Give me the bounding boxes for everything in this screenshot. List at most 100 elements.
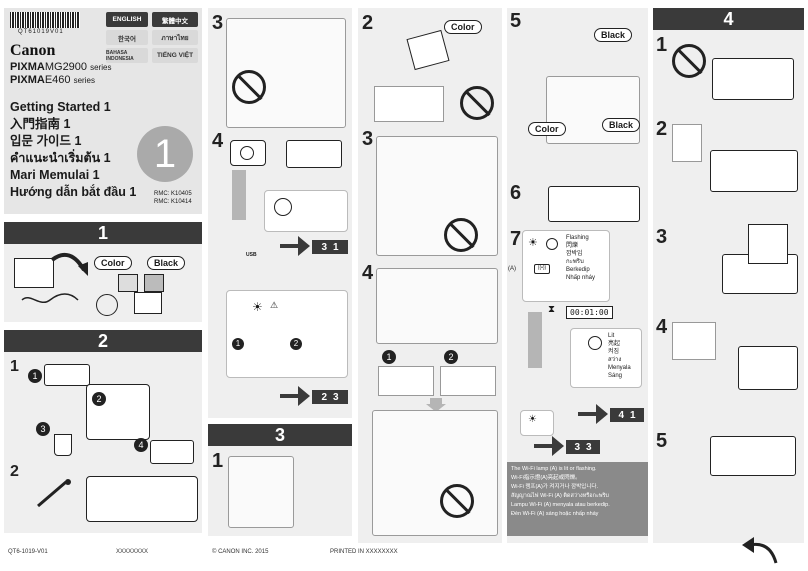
goto-arrow-3 [578,404,608,424]
step-col4-6: 6 [510,182,522,204]
section-3-header: 3 [208,424,352,446]
paper-guide-detail [672,124,702,162]
footer-code: QT6-1019-V01 [8,549,48,555]
goto-arrow-2 [280,386,310,406]
wifi-note-id: Lampu Wi-Fi (A) menyala atau berkedip. [511,502,610,508]
canon-logo: Canon [10,42,56,59]
goto-b: 3 [333,391,339,403]
cover-panel: QT61019V01 Canon PIXMAMG2900 series PIXM… [4,8,202,214]
footer-printed: PRINTED IN XXXXXXXX [330,549,398,555]
flow-arrow-down [232,170,246,220]
title-th: คำแนะนำเริ่มต้น 1 [10,151,111,165]
flashing-en: Flashing [566,235,589,241]
latch-detail-right [440,366,496,396]
step-4: 4 [212,130,224,152]
back-arrow-icon[interactable] [740,535,780,565]
step-s3-1: 1 [212,450,224,472]
guide-slide-detail [672,322,716,360]
flash-lamp-icon: ☀ [528,237,538,249]
model-line-1: PIXMAMG2900 series [10,61,111,73]
trash-icon [54,434,72,456]
alarm-lamp-icon: ☀ [252,300,263,314]
lang-thai[interactable]: ภาษาไทย [152,30,198,45]
no-usb-icon [232,70,266,104]
lang-english[interactable]: ENGLISH [106,12,148,27]
paper-sheet [748,224,788,264]
rmc-2: RMC: K10414 [154,199,192,205]
footer-x-code: XXXXXXXX [116,549,149,555]
no-touch-icon [460,86,494,120]
step-s4-4: 4 [656,316,668,338]
status-flash-box [522,230,610,302]
step-s4-2: 2 [656,118,668,140]
section-1-header: 1 [4,222,202,244]
insert-cartridge-illustration [376,136,498,256]
flashing-vi: Nhấp nháy [566,275,596,281]
callout-c2-1: 1 [232,338,244,350]
goto-a: 3 [574,441,580,453]
lit-vi: Sáng [608,373,623,379]
title-en: Getting Started 1 [10,100,111,114]
close-cover-illustration [372,410,498,536]
lit-th: สว่าง [608,357,622,363]
callout-c3-1: 1 [382,350,396,364]
power-cord-icon [21,293,79,303]
printer-front-illustration [86,476,198,522]
cartridge-pair [374,86,444,122]
cd-rom-icon [96,294,118,316]
flow-arrow-down-2 [426,398,446,412]
power-lit-icon-2 [588,336,602,350]
color-ink-tag: Color [94,256,132,270]
goto-b: 3 [586,441,592,453]
barcode-text: QT61019V01 [18,29,64,35]
step-s4-1: 1 [656,34,668,56]
alarm-flash-box [226,290,348,378]
goto-a: 4 [618,409,624,421]
lang-traditional-chinese[interactable]: 繁體中文 [152,12,198,27]
title-ko: 입문 가이드 1 [10,134,82,148]
section-number: 3 [274,424,285,445]
flashing-id: Berkedip [566,267,590,273]
section-number: 4 [723,8,734,29]
lang-indonesian[interactable]: BAHASA INDONESIA [106,48,148,63]
color-ink-tag-3: Color [528,122,566,136]
wifi-note-box: The Wi-Fi lamp (A) is lit or flashing. W… [507,462,648,536]
step-col3-2: 2 [362,12,374,34]
usb-label: USB [246,252,257,258]
step-col4-7: 7 [510,228,522,250]
model-suffix: series [90,63,112,72]
barcode [10,12,80,28]
black-ink-tag-2: Black [594,28,633,42]
lang-korean[interactable]: 한국어 [106,30,148,45]
tape-strip-icon [37,479,71,508]
step-s4-5: 5 [656,430,668,452]
goto-a: 2 [321,391,327,403]
flashing-th: กะพริบ [566,259,584,265]
callout-1: 1 [28,369,42,383]
close-cover-small-illustration [548,186,640,222]
section-4-header: 4 [653,8,804,30]
title-zh: 入門指南 1 [10,117,71,131]
wifi-note-th: สัญญาณไฟ Wi-Fi (A) ติดสว่างหรือกะพริบ [511,493,609,499]
wifi-note-en: The Wi-Fi lamp (A) is lit or flashing. [511,466,597,472]
model-brand: PIXMA [10,61,45,73]
model-suffix: series [73,76,95,85]
printer-large-illustration [86,384,150,440]
model-brand: PIXMA [10,74,45,86]
big-number-circle: 1 [137,126,193,182]
title-list: Getting Started 1 入門指南 1 입문 가이드 1 คำแนะน… [10,99,136,201]
printer-loaded-illustration [738,346,798,390]
printer-paper-illustration [710,150,798,192]
big-number: 1 [153,131,177,176]
flashing-labels: Flashing 閃爍 깜박임 กะพริบ Berkedip Nhấp nhá… [566,234,595,282]
cartridge-black [144,274,164,292]
lang-vietnamese[interactable]: TIẾNG VIỆT [152,48,198,63]
flow-arrow-down-3 [528,312,542,368]
power-icon-small [546,238,558,250]
step-col3-4: 4 [362,262,374,284]
output-tray-illustration [710,436,796,476]
